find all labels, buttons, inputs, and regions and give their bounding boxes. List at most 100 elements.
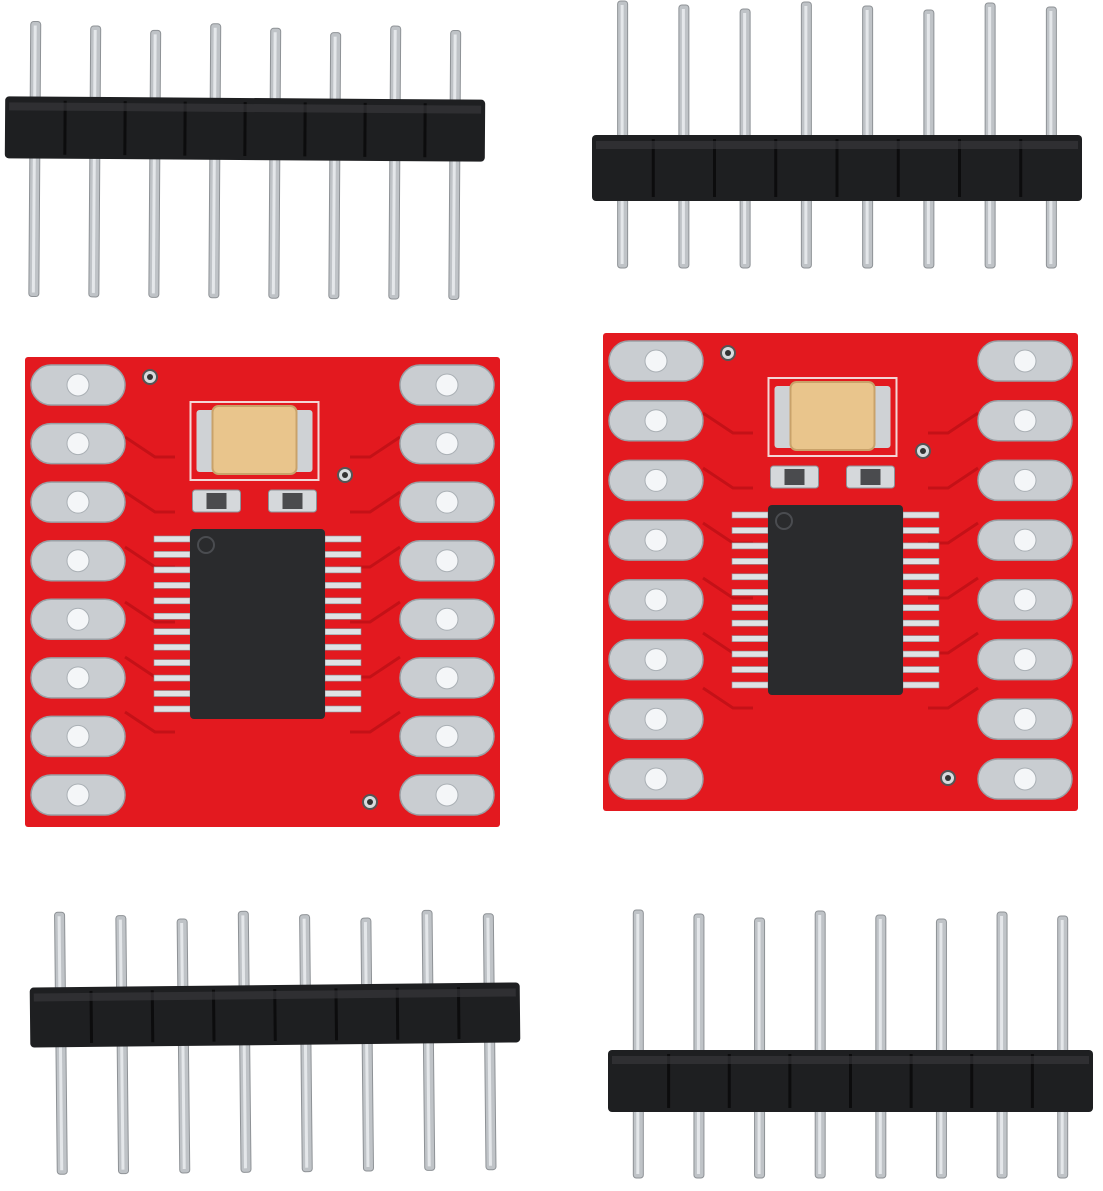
header-sheen <box>596 141 1078 149</box>
trace <box>702 466 753 490</box>
ic-lead <box>731 681 769 689</box>
capacitor-silkscreen <box>767 377 898 457</box>
pin-highlight <box>211 27 217 294</box>
resistor-body <box>860 469 881 485</box>
ic-lead <box>153 705 191 713</box>
trace <box>124 710 175 734</box>
ic-lead <box>324 597 362 605</box>
pad-hole <box>644 648 668 672</box>
ic-lead <box>153 690 191 697</box>
pad-hole <box>644 349 668 373</box>
pad-hole <box>1013 468 1037 492</box>
trace <box>350 490 401 514</box>
ic-lead <box>731 635 769 642</box>
pin-highlight <box>1060 920 1064 1174</box>
trace <box>928 686 979 710</box>
ic-lead <box>902 573 940 581</box>
pad-hole <box>66 783 90 807</box>
trace <box>350 710 401 734</box>
pin-highlight <box>31 25 37 293</box>
trace <box>124 600 175 624</box>
ic-lead <box>902 635 940 642</box>
via-hole <box>945 775 951 781</box>
ic-lead <box>324 612 362 620</box>
ic-lead <box>153 674 191 682</box>
ic-lead <box>153 612 191 620</box>
ic-lead <box>731 619 769 627</box>
pin-highlight <box>391 30 397 296</box>
pad-hole <box>435 432 459 456</box>
pad-hole <box>435 490 459 514</box>
pad-hole <box>66 549 90 573</box>
pad-hole <box>644 588 668 612</box>
ic-lead <box>153 628 191 636</box>
pad-hole <box>1013 528 1037 552</box>
pin-highlight <box>91 29 97 293</box>
pad-hole <box>66 666 90 690</box>
pad-hole <box>66 607 90 631</box>
trace <box>350 600 401 624</box>
pad-hole <box>66 490 90 514</box>
header-bottom-right <box>608 909 1093 1179</box>
pin-highlight <box>363 922 370 1168</box>
pad-hole <box>1013 349 1037 373</box>
ic-lead <box>902 527 940 534</box>
via-hole <box>725 350 731 356</box>
ic-lead <box>902 604 940 612</box>
driver-chip-icon <box>190 529 325 719</box>
ic-lead <box>153 535 191 543</box>
ic-lead <box>153 659 191 666</box>
ic-lead <box>902 650 940 658</box>
capacitor-icon <box>211 405 298 475</box>
ic-lead <box>902 588 940 596</box>
pin-highlight <box>620 5 624 264</box>
pin-highlight <box>1000 916 1004 1174</box>
ic-lead <box>902 666 940 673</box>
driver-board-left <box>25 357 500 827</box>
chip-pin1-dot <box>775 512 793 530</box>
pad-hole <box>66 432 90 456</box>
chip-pin1-dot <box>197 536 215 554</box>
ic-lead <box>902 558 940 565</box>
ic-lead <box>731 650 769 658</box>
trace <box>124 435 175 459</box>
pin-highlight <box>818 915 822 1174</box>
pad-hole <box>435 783 459 807</box>
pin-highlight <box>757 922 761 1174</box>
trace <box>928 576 979 600</box>
pin-highlight <box>939 923 943 1174</box>
ic-lead <box>153 582 191 589</box>
ic-lead <box>731 666 769 673</box>
driver-chip-icon <box>768 505 903 695</box>
ic-lead <box>324 582 362 589</box>
ic-lead <box>324 566 362 574</box>
ic-lead <box>731 542 769 550</box>
trace <box>350 435 401 459</box>
ic-lead <box>731 604 769 612</box>
pad-hole <box>644 767 668 791</box>
ic-lead <box>153 566 191 574</box>
pad-hole <box>644 409 668 433</box>
capacitor-silkscreen <box>189 401 320 481</box>
trace <box>928 411 979 435</box>
ic-lead <box>902 542 940 550</box>
ic-lead <box>324 690 362 697</box>
header-sheen <box>9 102 482 114</box>
pad-hole <box>644 468 668 492</box>
ic-lead <box>731 527 769 534</box>
capacitor-icon <box>789 381 876 451</box>
ic-lead <box>731 588 769 596</box>
pad-hole <box>644 707 668 731</box>
resistor-body <box>206 493 227 509</box>
pin-highlight <box>636 914 640 1174</box>
resistor-body <box>282 493 303 509</box>
header-bottom-left <box>29 909 521 1175</box>
ic-lead <box>731 573 769 581</box>
ic-lead <box>153 597 191 605</box>
header-top-right <box>592 0 1082 269</box>
header-sheen <box>33 988 516 1002</box>
pad-hole <box>1013 707 1037 731</box>
pad-hole <box>1013 767 1037 791</box>
via-hole <box>367 799 373 805</box>
pad-hole <box>435 607 459 631</box>
